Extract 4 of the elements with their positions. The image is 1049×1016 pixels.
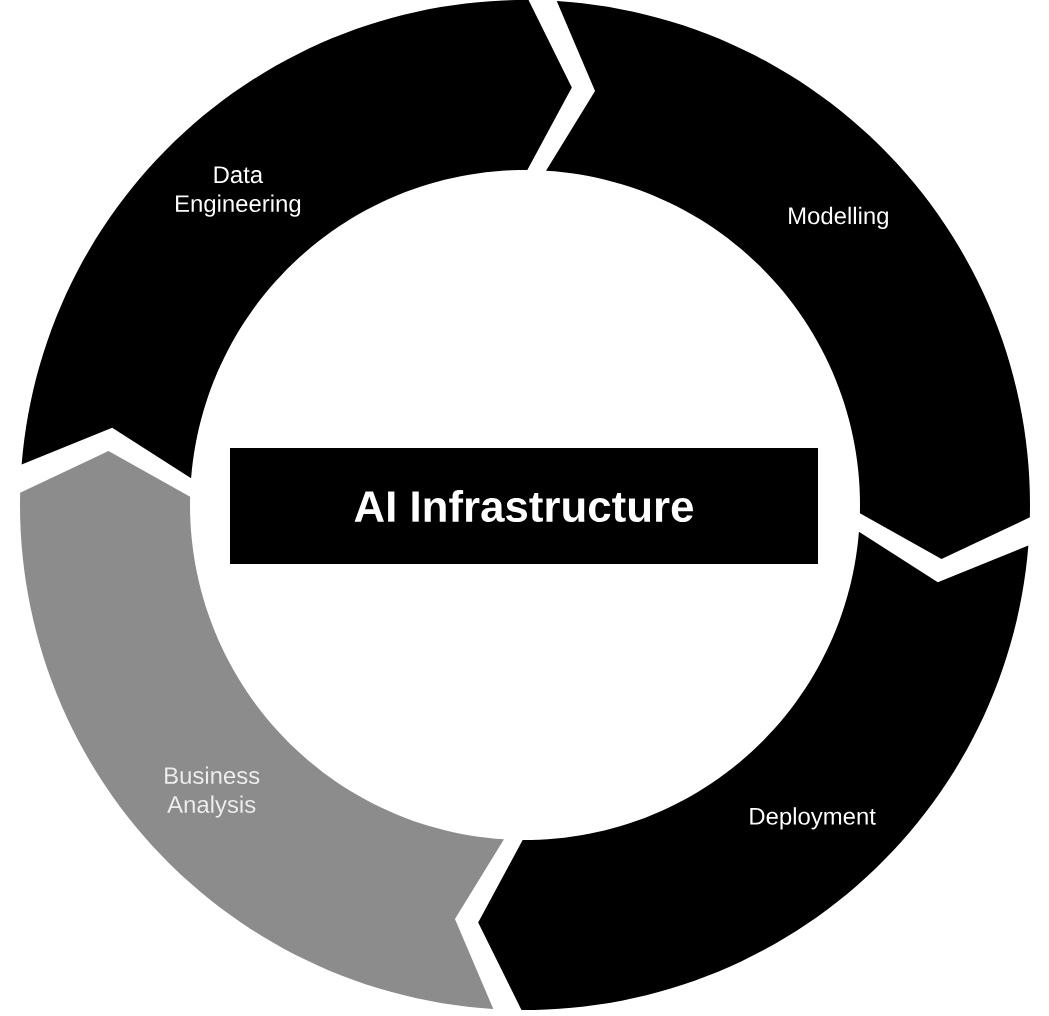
- title-box: AI Infrastructure: [230, 448, 818, 564]
- node-label: Modelling: [789, 206, 888, 230]
- node-label: Deployment: [750, 807, 876, 830]
- node-label: Data Engineering: [176, 166, 301, 217]
